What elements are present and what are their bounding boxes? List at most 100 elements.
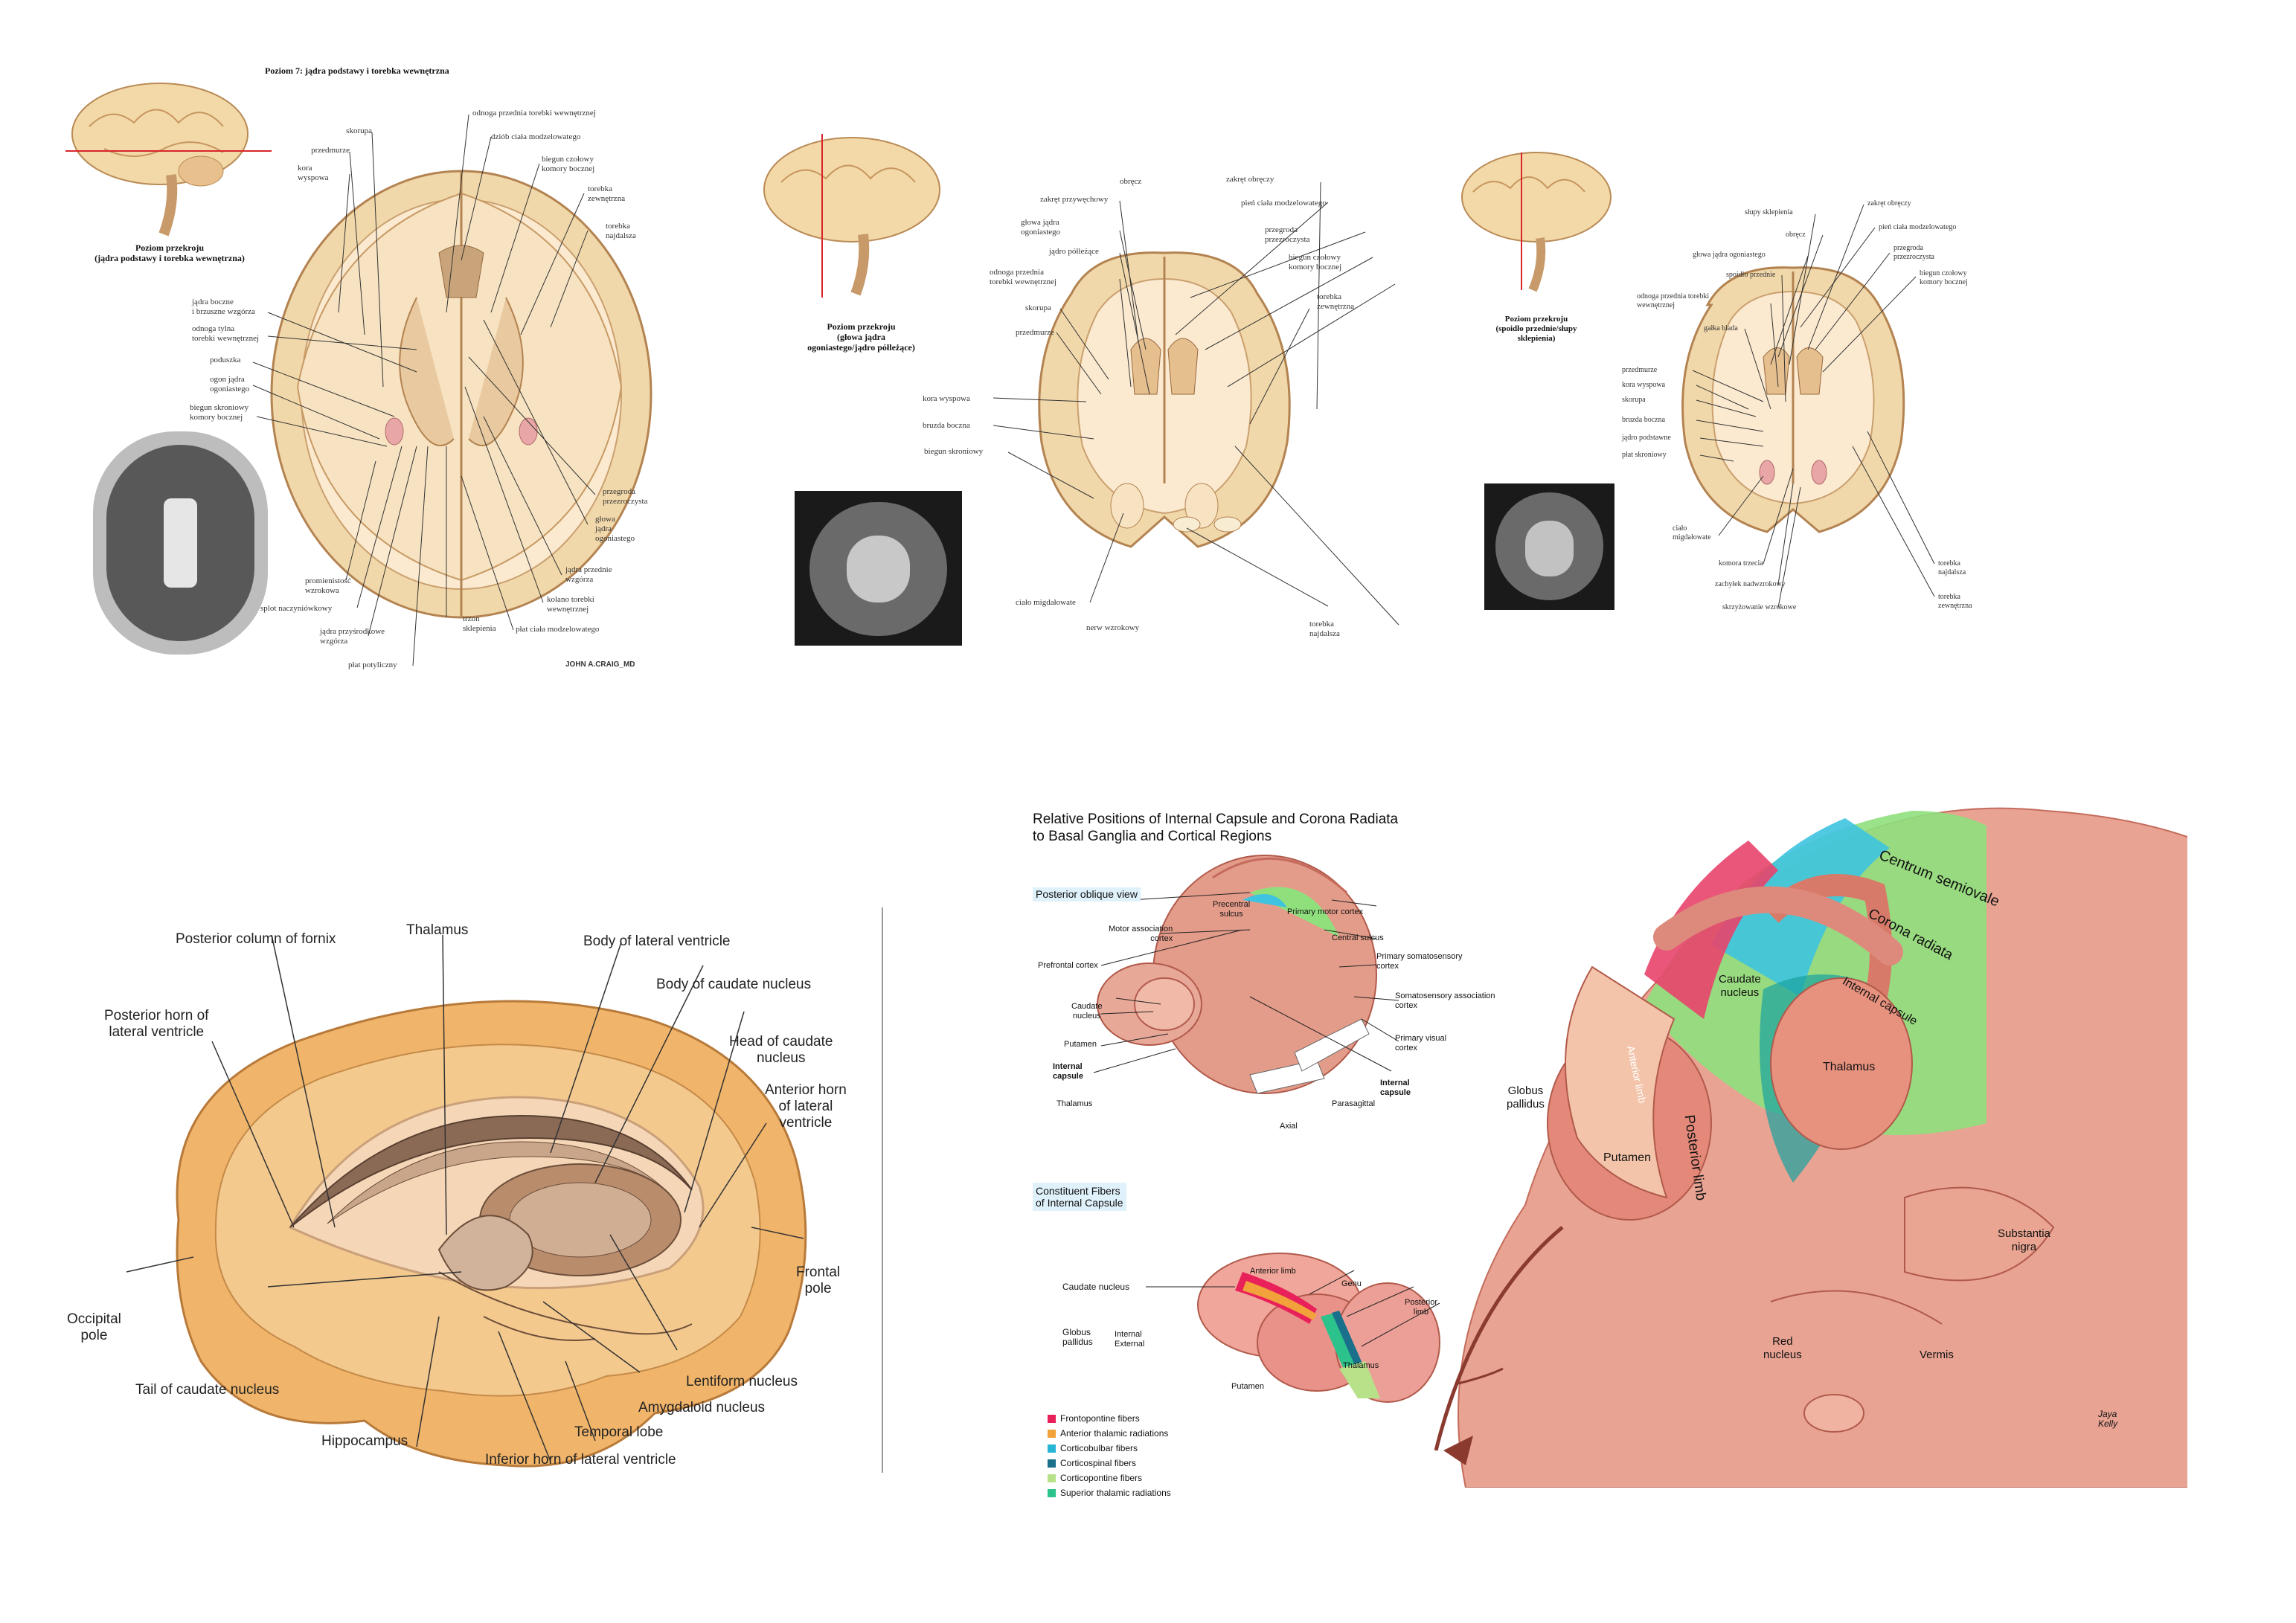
- label-precentral-sulcus: Precentral sulcus: [1213, 900, 1250, 919]
- label-biegun-czolowy-p2b: komory bocznej: [1289, 263, 1342, 271]
- legend-label-2: Corticobulbar fibers: [1060, 1443, 1138, 1453]
- label-caudate-big-line1: Caudate: [1719, 973, 1761, 986]
- label-head-caudate-line2: nucleus: [756, 1050, 806, 1066]
- label-jadra-przednie-2: wzgórza: [565, 575, 594, 584]
- panel2-caption-line2: (głowa jądra: [837, 332, 885, 342]
- label-substantia-line2: nigra: [2011, 1241, 2037, 1253]
- panel-internal-capsule: Relative Positions of Internal Capsule a…: [1027, 781, 2187, 1498]
- panel3-caption-line1: Poziom przekroju: [1504, 315, 1568, 324]
- label-putamen-big: Putamen: [1603, 1151, 1652, 1164]
- label-anterior-horn: Anterior horn of lateral ventricle: [765, 1082, 847, 1131]
- label-jadra-przednie: jądra przednie: [565, 565, 612, 574]
- label-trzon: trzon: [463, 614, 480, 623]
- legend-label-3: Corticospinal fibers: [1060, 1458, 1137, 1468]
- label-thalamus: Thalamus: [406, 922, 469, 938]
- panel1-mri-thumbnail: [93, 431, 268, 655]
- panel1-leaders-right: [446, 114, 596, 631]
- label-dziob: dziób ciała modzelowatego: [491, 132, 581, 141]
- label-posterior-horn: Posterior horn of lateral ventricle: [104, 1008, 208, 1041]
- label-torebka-zewn-2: zewnętrzna: [588, 194, 626, 203]
- label-internal-capsule-left: Internal capsule: [1053, 1062, 1083, 1082]
- label-substantia-line1: Substantia: [1998, 1227, 2050, 1240]
- label-soma-assoc-line2: cortex: [1395, 1001, 1417, 1010]
- label-torebka-najd-p2: torebka: [1309, 620, 1334, 629]
- label-inferior-horn: Inferior horn of lateral ventricle: [485, 1452, 676, 1468]
- label-somatosensory-assoc: Somatosensory association cortex: [1395, 992, 1495, 1011]
- label-frontal-pole-line1: Frontal: [796, 1264, 841, 1280]
- label-torebka-najd-2: najdalsza: [606, 231, 636, 240]
- label-przegroda-p2: przegroda: [1265, 225, 1298, 234]
- label-kolano: kolano torebki: [547, 595, 594, 604]
- constituent-fibers-diagram: [1197, 1253, 1504, 1403]
- label-red-nucleus: Red nucleus: [1763, 1335, 1802, 1362]
- label-thalamus-small: Thalamus: [1056, 1099, 1093, 1108]
- coronal-brain-section-1: [1038, 251, 1291, 548]
- label-trzon-2: sklepienia: [463, 624, 496, 633]
- label-jadro-polezace: jądro półleżące: [1049, 247, 1099, 256]
- panel3-caption: Poziom przekroju (spoidło przednie/słupy…: [1477, 315, 1596, 344]
- label-torebka-zewn-p2b: zewnętrzna: [1317, 302, 1355, 311]
- label-precentral-line2: sulcus: [1219, 910, 1243, 919]
- legend-swatch-1: [1048, 1430, 1056, 1439]
- label-globus-small: Globus pallidus: [1062, 1328, 1093, 1347]
- label-posterior-limb-small: Posterior limb: [1405, 1298, 1437, 1317]
- label-odnoga-p3b: wewnętrznej: [1637, 301, 1675, 309]
- label-caudate-small-line1: Caudate: [1071, 1002, 1103, 1011]
- label-biegun-skroniowy-p2: biegun skroniowy: [924, 447, 984, 456]
- label-soma-assoc-line1: Somatosensory association: [1395, 992, 1495, 1000]
- label-posterior-column-fornix: Posterior column of fornix: [176, 931, 336, 947]
- label-posterior-limb-line1: Posterior: [1405, 1298, 1438, 1307]
- label-kora-wyspowa: kora wyspowa: [923, 394, 970, 403]
- panel3-leaders: [1692, 204, 1935, 608]
- label-torebka-najd: torebka: [606, 222, 630, 231]
- label-substantia-nigra: Substantia nigra: [1998, 1227, 2050, 1254]
- legend-label-1: Anterior thalamic radiations: [1060, 1428, 1169, 1439]
- label-glowa: głowa: [595, 515, 615, 524]
- label-anterior-horn-line3: ventricle: [779, 1115, 833, 1131]
- panel5-title-line2: to Basal Ganglia and Cortical Regions: [1033, 829, 1272, 844]
- label-odnoga-przednia-2: odnoga przednia: [990, 268, 1044, 277]
- label-primary-visual-line2: cortex: [1395, 1044, 1417, 1052]
- label-skorupa-p3: skorupa: [1622, 396, 1646, 404]
- label-przedmurze: przedmurze: [311, 146, 350, 155]
- label-obrecz-p3: obręcz: [1786, 231, 1806, 239]
- label-biegun-czolowy-2: komory bocznej: [542, 164, 595, 173]
- label-occipital-pole: Occipital pole: [67, 1311, 121, 1344]
- legend-row-5: Superior thalamic radiations: [1048, 1488, 1171, 1498]
- label-zakret-obreczy: zakręt obręczy: [1226, 175, 1274, 184]
- panel2-illustration: [763, 134, 1399, 626]
- label-skrzyzowanie: skrzyżowanie wzrokowe: [1722, 603, 1797, 611]
- label-caudate-small-line2: nucleus: [1072, 1012, 1101, 1021]
- legend-label-4: Corticopontine fibers: [1060, 1473, 1143, 1483]
- label-thalamus-big: Thalamus: [1823, 1061, 1876, 1073]
- label-jadro-podstawne: jądro podstawne: [1622, 434, 1671, 442]
- label-temporal-lobe: Temporal lobe: [574, 1424, 664, 1440]
- panel1-title: Poziom 7: jądra podstawy i torebka wewnę…: [265, 65, 449, 76]
- label-odnoga-przednia: odnoga przednia torebki wewnętrznej: [472, 109, 596, 118]
- panel-divider: [882, 907, 883, 1473]
- label-skorupa-2: skorupa: [1025, 303, 1051, 312]
- label-head-caudate-line1: Head of caudate: [729, 1034, 833, 1050]
- label-kora: kora: [298, 164, 312, 173]
- label-occipital-pole-line2: pole: [80, 1328, 108, 1343]
- panel5-illustration: [1093, 807, 2187, 1488]
- label-internal-right-line2: capsule: [1380, 1088, 1411, 1097]
- label-nerw-wzrokowy: nerw wzrokowy: [1086, 623, 1140, 632]
- label-motor-assoc-line1: Motor association: [1109, 925, 1173, 933]
- label-zakret-przywechowy: zakręt przywęchowy: [1040, 195, 1109, 204]
- panel1-signature: JOHN A.CRAIG_MD: [565, 661, 635, 669]
- label-globus-big-line1: Globus: [1507, 1084, 1544, 1097]
- label-jadra-przysrodkowe-2: wzgórza: [320, 637, 348, 646]
- label-pien-p3: pień ciała modzelowatego: [1879, 223, 1957, 231]
- panel3-illustration: [1461, 152, 1935, 608]
- label-przedmurze-2: przedmurze: [1016, 328, 1054, 337]
- label-biegun-p3: biegun czołowy: [1920, 269, 1967, 277]
- panel5-title: Relative Positions of Internal Capsule a…: [1033, 811, 1398, 845]
- panel1-caption-line2: (jądra podstawy i torebka wewnętrzna): [94, 253, 245, 263]
- label-body-lateral-ventricle: Body of lateral ventricle: [583, 933, 731, 949]
- label-tail-caudate: Tail of caudate nucleus: [135, 1382, 280, 1398]
- label-pien-ciala: pień ciała modzelowatego: [1241, 199, 1327, 208]
- label-glowa-jadra-2: ogoniastego: [1021, 228, 1061, 237]
- legend-swatch-4: [1048, 1474, 1056, 1483]
- label-zakret-obreczy-p3: zakręt obręczy: [1867, 199, 1911, 208]
